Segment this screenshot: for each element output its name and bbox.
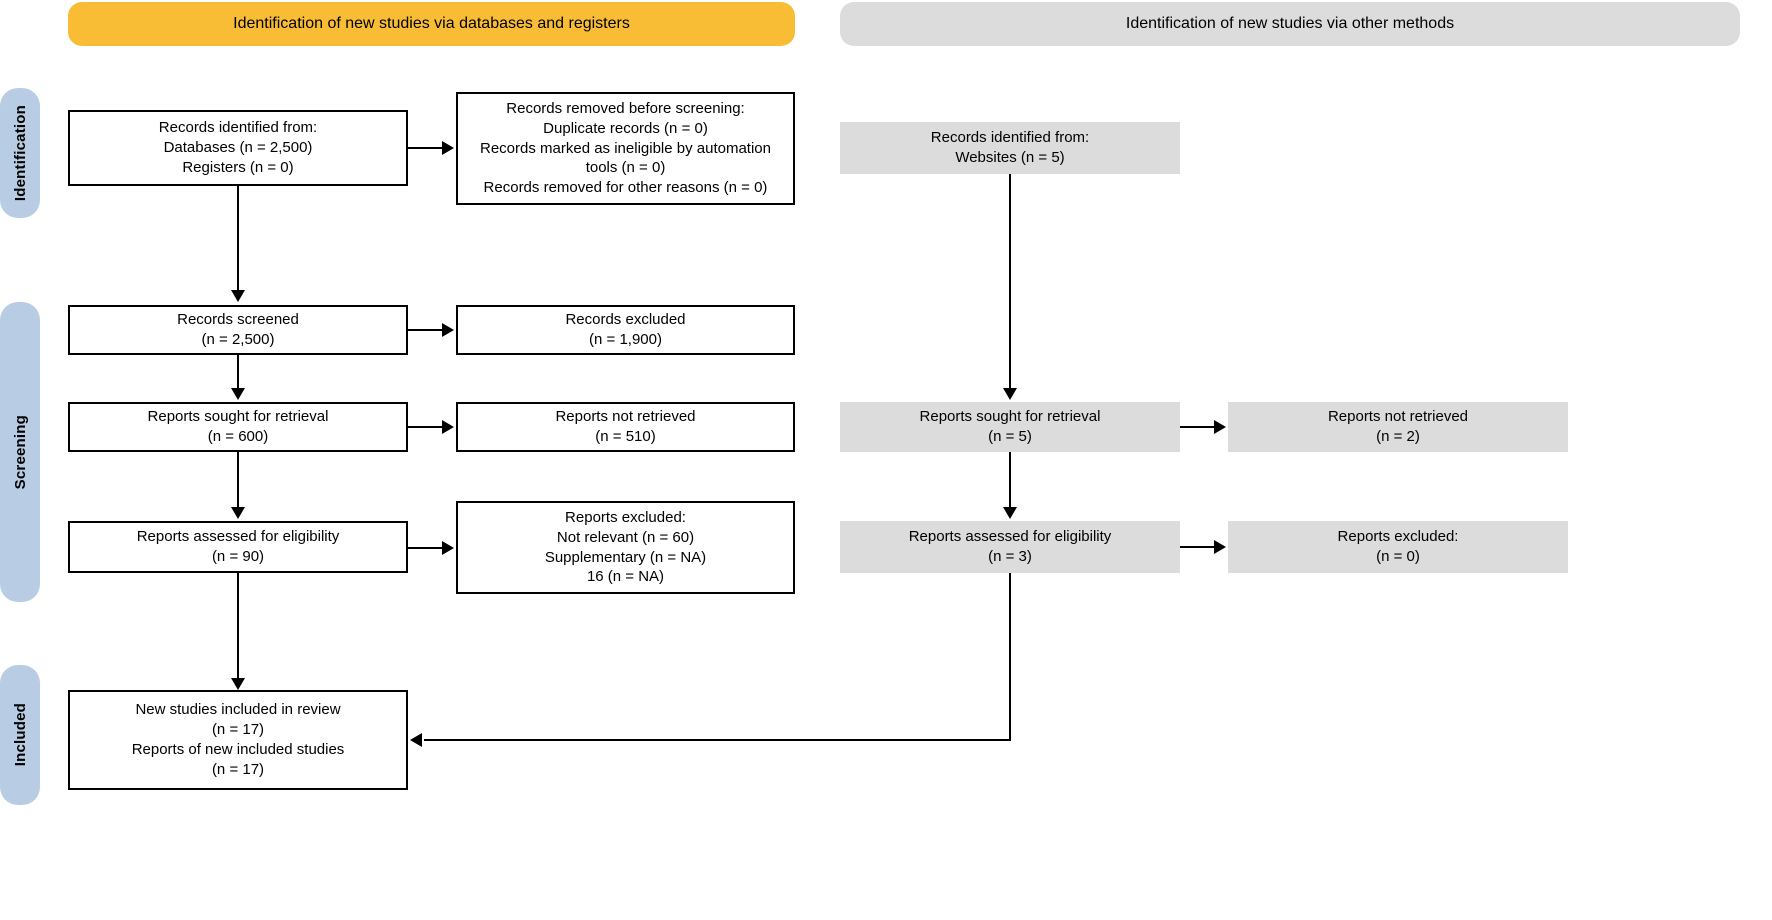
stage-rail-screening: Screening [0,302,40,602]
reports-excluded-line3: Supplementary (n = NA) [544,548,707,566]
box-reports-excluded-other: Reports excluded: (n = 0) [1228,521,1568,573]
box-new-studies-included: New studies included in review (n = 17) … [68,690,408,790]
banner-other-methods-label: Identification of new studies via other … [1125,15,1455,33]
included-line2: (n = 17) [211,721,265,739]
arrowhead-other-identified-to-sought [1003,388,1017,400]
connector-other-to-included-horizontal [424,739,1011,741]
reports-excluded-line2: Not relevant (n = 60) [556,528,695,546]
connector-sought-to-assessed [237,452,239,510]
arrowhead-other-sought-to-not-retrieved [1214,420,1226,434]
stage-label-included: Included [11,703,29,767]
records-screened-line2: (n = 2,500) [201,331,275,348]
box-records-identified-databases: Records identified from: Databases (n = … [68,110,408,186]
reports-excluded-line4: 16 (n = NA) [586,568,665,586]
other-sought-line2: (n = 5) [988,428,1032,445]
arrowhead-other-assessed-to-excluded [1214,540,1226,554]
box-reports-assessed-other: Reports assessed for eligibility (n = 3) [840,521,1180,573]
box-reports-excluded-databases: Reports excluded: Not relevant (n = 60) … [456,501,795,594]
box-records-excluded: Records excluded (n = 1,900) [456,305,795,355]
banner-databases-label: Identification of new studies via databa… [233,15,630,33]
other-not-retrieved-line2: (n = 2) [1376,428,1420,445]
connector-screened-to-excluded [408,329,444,331]
box-reports-not-retrieved-databases: Reports not retrieved (n = 510) [456,402,795,452]
records-removed-line1: Records removed before screening: [506,100,745,117]
connector-other-sought-to-assessed [1009,452,1011,510]
connector-other-assessed-to-excluded [1180,546,1216,548]
arrowhead-sought-to-assessed [231,507,245,519]
records-excluded-line1: Records excluded [565,311,686,329]
connector-other-sought-to-not-retrieved [1180,426,1216,428]
box-records-removed-before-screening: Records removed before screening: Duplic… [456,92,795,205]
other-identified-line1: Records identified from: [930,129,1090,147]
reports-assessed-line1: Reports assessed for eligibility [136,528,340,546]
box-reports-sought-databases: Reports sought for retrieval (n = 600) [68,402,408,452]
included-line4: (n = 17) [211,760,265,778]
connector-other-identified-to-sought [1009,174,1011,392]
arrowhead-assessed-to-reports-excluded [442,541,454,555]
stage-rail-identification: Identification [0,88,40,218]
box-reports-not-retrieved-other: Reports not retrieved (n = 2) [1228,402,1568,452]
arrowhead-screened-to-excluded [442,323,454,337]
other-reports-excluded-line2: (n = 0) [1376,548,1420,565]
box-reports-assessed-databases: Reports assessed for eligibility (n = 90… [68,521,408,573]
records-identified-line1: Records identified from: [158,119,318,137]
connector-assessed-to-included [237,573,239,683]
box-reports-sought-other: Reports sought for retrieval (n = 5) [840,402,1180,452]
other-not-retrieved-line1: Reports not retrieved [1327,408,1469,426]
arrowhead-identified-to-removed [442,141,454,155]
records-excluded-line2: (n = 1,900) [589,331,662,348]
stage-label-identification: Identification [11,104,29,202]
connector-other-assessed-down [1009,573,1011,741]
arrowhead-assessed-to-included [231,678,245,690]
arrowhead-sought-to-not-retrieved [442,420,454,434]
stage-rail-included: Included [0,665,40,805]
other-identified-line2: Websites (n = 5) [955,149,1065,166]
arrowhead-screened-to-sought [231,388,245,400]
reports-sought-line2: (n = 600) [207,428,269,445]
included-line3: Reports of new included studies [131,741,345,758]
other-reports-excluded-line1: Reports excluded: [1337,528,1459,546]
other-assessed-line2: (n = 3) [988,548,1032,565]
arrowhead-identified-to-screened [231,290,245,302]
box-records-identified-other: Records identified from: Websites (n = 5… [840,122,1180,174]
connector-screened-to-sought [237,355,239,393]
arrowhead-other-to-included [410,733,422,747]
reports-sought-line1: Reports sought for retrieval [147,408,329,426]
connector-assessed-to-reports-excluded [408,547,444,549]
records-identified-line2: Databases (n = 2,500) [163,139,313,157]
connector-identified-to-screened [237,186,239,292]
records-identified-line3: Registers (n = 0) [182,158,294,176]
banner-databases-registers: Identification of new studies via databa… [68,2,795,46]
included-line1: New studies included in review [135,701,341,719]
records-removed-line4: Records removed for other reasons (n = 0… [483,179,768,197]
reports-not-retrieved-line2: (n = 510) [595,428,656,445]
reports-excluded-line1: Reports excluded: [565,508,686,526]
other-sought-line1: Reports sought for retrieval [919,408,1101,426]
records-removed-line2: Duplicate records (n = 0) [543,119,708,137]
arrowhead-other-sought-to-assessed [1003,507,1017,519]
connector-sought-to-not-retrieved [408,426,444,428]
connector-identified-to-removed [408,147,444,149]
reports-assessed-line2: (n = 90) [211,548,265,565]
stage-label-screening: Screening [11,414,29,490]
banner-other-methods: Identification of new studies via other … [840,2,1740,46]
box-records-screened: Records screened (n = 2,500) [68,305,408,355]
records-removed-line3: Records marked as ineligible by automati… [480,139,771,177]
records-screened-line1: Records screened [177,311,299,329]
other-assessed-line1: Reports assessed for eligibility [908,528,1112,546]
reports-not-retrieved-line1: Reports not retrieved [555,408,696,426]
